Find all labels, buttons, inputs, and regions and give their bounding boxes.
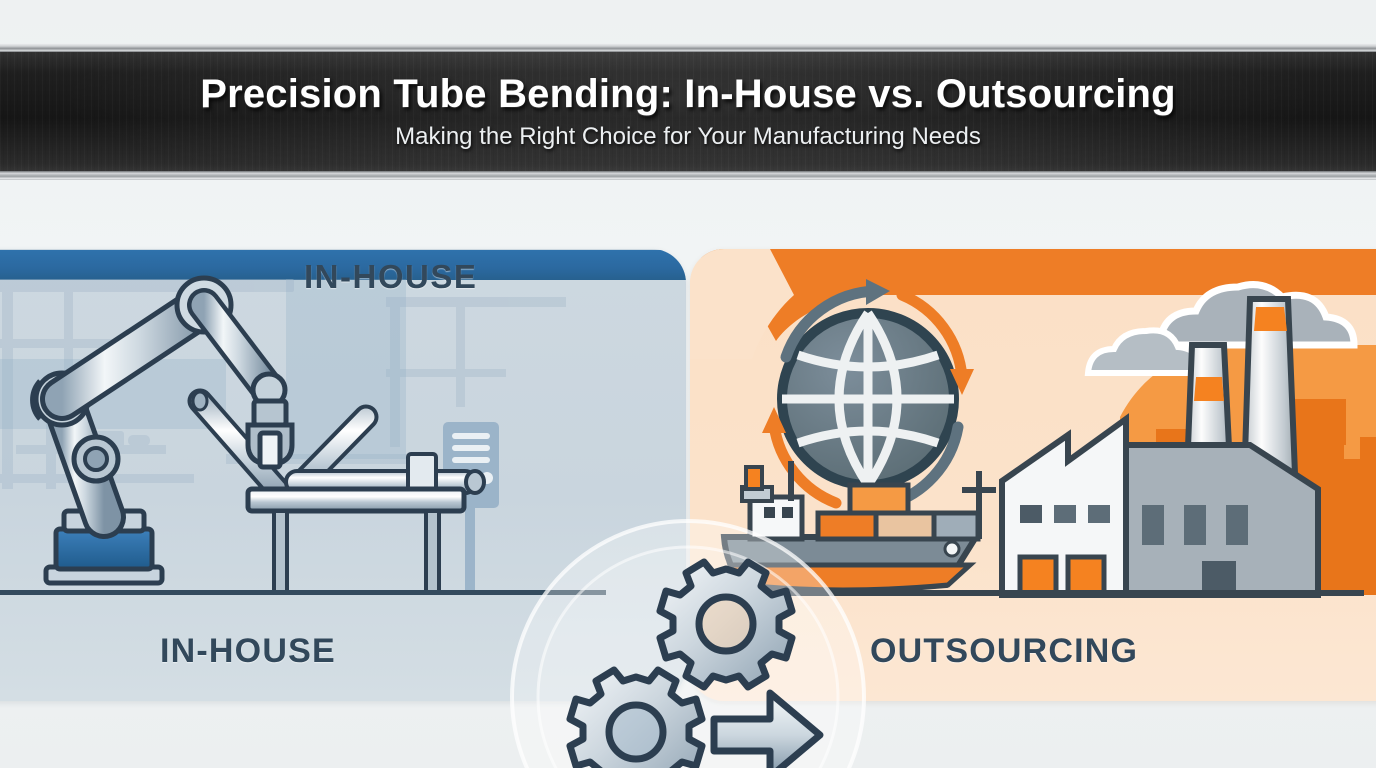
- panel-in-house: IN-HOUSE IN-HOUSE: [0, 249, 686, 701]
- outsourcing-accent-bar: [690, 249, 1376, 341]
- outsourcing-label: OUTSOURCING: [870, 632, 1139, 670]
- process-gears: [566, 558, 824, 768]
- in-house-label: IN-HOUSE: [160, 632, 336, 670]
- ground-line: [0, 590, 606, 595]
- comparison-panels: IN-HOUSE IN-HOUSE: [0, 249, 1376, 768]
- gear-icon: [566, 666, 706, 768]
- brushed-metal-texture: [0, 43, 1376, 180]
- page-title: Precision Tube Bending: In-House vs. Out…: [200, 71, 1176, 116]
- arrow-right-icon: [710, 689, 824, 768]
- workbench-icon: [245, 486, 467, 595]
- banner-chrome-top-edge: [0, 43, 1376, 52]
- in-house-illustration: [0, 275, 606, 595]
- page-subtitle: Making the Right Choice for Your Manufac…: [395, 122, 981, 150]
- banner-chrome-bottom-edge: [0, 171, 1376, 180]
- globe-icon: [777, 308, 959, 490]
- banner-sheen: [0, 43, 1376, 180]
- title-banner: Precision Tube Bending: In-House vs. Out…: [0, 43, 1376, 180]
- ground-line: [724, 590, 1364, 596]
- robot-arm-icon: [30, 275, 295, 586]
- factory-icon: [999, 296, 1321, 598]
- gear-icon: [656, 558, 796, 691]
- in-house-corner-label: IN-HOUSE: [304, 258, 478, 295]
- in-house-accent-bar: [0, 250, 686, 280]
